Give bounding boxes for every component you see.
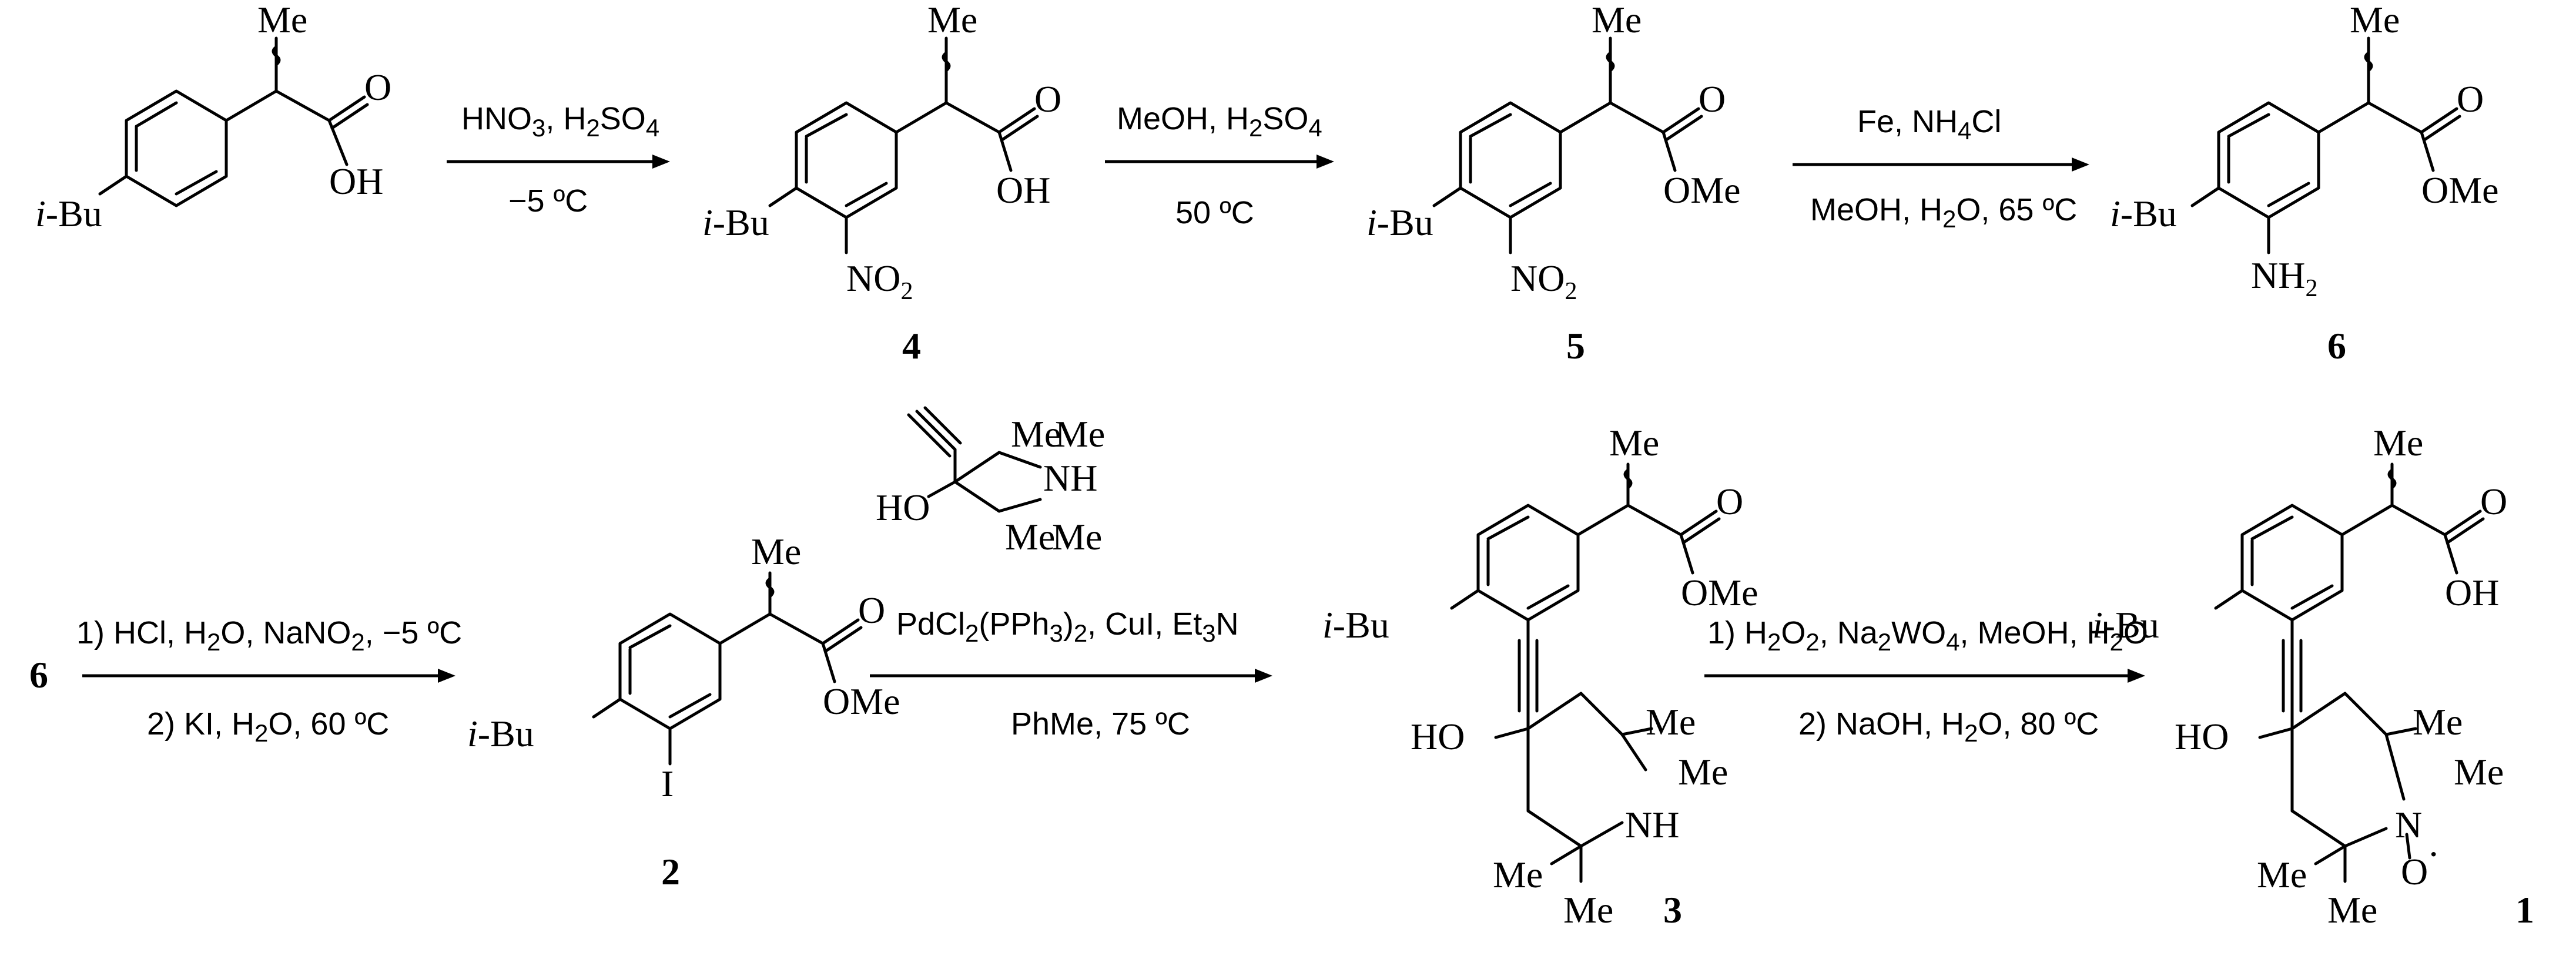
compound-number-2: 2	[661, 851, 680, 893]
hydroxyl-label: OH	[996, 169, 1050, 211]
methoxy-label: OMe	[823, 680, 900, 722]
nitro-label: NO2	[1510, 257, 1577, 305]
ibuprofen-structure: Me O OH i-Bu	[35, 0, 391, 234]
isobutyl-label: i-Bu	[1322, 604, 1389, 646]
isobutyl-label: i-Bu	[2092, 604, 2159, 646]
isobutyl-label: i-Bu	[702, 202, 769, 243]
step6-bottom-conditions: 2) NaOH, H2O, 80 ºC	[1798, 706, 2099, 747]
carbonyl-o-label: O	[1699, 78, 1726, 120]
nitro-label: NO2	[846, 257, 913, 305]
step5-catalyst-conditions: PdCl2(PPh3)2, CuI, Et3N	[896, 606, 1239, 647]
step5-bottom-conditions: PhMe, 75 ºC	[1011, 706, 1190, 742]
reagent-methyl-2: Me	[1055, 413, 1105, 455]
methyl-label: Me	[1678, 751, 1728, 793]
nitroxide-o-label: O	[2401, 851, 2428, 893]
reaction-arrow-3: Fe, NH4Cl MeOH, H2O, 65 ºC	[1793, 104, 2089, 233]
reagent-methyl-3: Me	[1005, 516, 1055, 558]
compound-number-4: 4	[902, 325, 921, 367]
isobutyl-label: i-Bu	[35, 193, 102, 234]
reaction-arrow-5: PdCl2(PPh3)2, CuI, Et3N PhMe, 75 ºC	[870, 606, 1272, 742]
methyl-label: Me	[2350, 0, 2400, 41]
reaction-arrow-1: HNO3, H2SO4 −5 ºC	[447, 101, 670, 219]
methyl-label: Me	[2413, 701, 2463, 743]
nh-label: NH	[1625, 804, 1679, 846]
methyl-label: Me	[1646, 701, 1696, 743]
reagent-nh-label: NH	[1043, 457, 1097, 499]
step1-top-conditions: HNO3, H2SO4	[461, 101, 659, 142]
carbonyl-o-label: O	[2480, 481, 2507, 522]
step4-top-conditions: 1) HCl, H2O, NaNO2, −5 ºC	[76, 615, 462, 656]
reagent-methyl-1: Me	[1011, 413, 1061, 455]
step2-bottom-conditions: 50 ºC	[1175, 195, 1254, 230]
step3-top-conditions: Fe, NH4Cl	[1857, 104, 2001, 145]
amino-label: NH2	[2251, 254, 2317, 302]
hydroxyl-label: OH	[329, 160, 383, 202]
methyl-label: Me	[2373, 422, 2423, 464]
compound-number-5: 5	[1566, 325, 1585, 367]
hydroxyl-label: OH	[2445, 572, 2499, 613]
isobutyl-label: i-Bu	[2110, 193, 2177, 234]
methyl-label: Me	[2327, 889, 2377, 931]
isobutyl-label: i-Bu	[1366, 202, 1433, 243]
carbonyl-o-label: O	[1716, 481, 1743, 522]
hydroxy-label: HO	[1411, 716, 1465, 757]
reaction-arrow-4: 1) HCl, H2O, NaNO2, −5 ºC 2) KI, H2O, 60…	[76, 615, 462, 747]
reagent-methyl-4: Me	[1052, 516, 1102, 558]
compound-number-1: 1	[2515, 889, 2534, 931]
step6-top-conditions: 1) H2O2, Na2WO4, MeOH, H2O	[1707, 615, 2148, 656]
compound-6-structure: Me O OMe i-Bu NH2 6	[2110, 0, 2499, 367]
step2-top-conditions: MeOH, H2SO4	[1117, 101, 1322, 142]
compound-number-6: 6	[2327, 325, 2346, 367]
isobutyl-label: i-Bu	[467, 713, 534, 754]
methyl-label: Me	[1493, 854, 1543, 895]
compound-4-structure: Me O OH i-Bu NO2 4	[702, 0, 1061, 367]
step1-bottom-conditions: −5 ºC	[508, 183, 588, 219]
compound-3-structure: Me O OMe i-Bu HO Me Me NH Me Me 3	[1322, 422, 1758, 931]
carbonyl-o-label: O	[1034, 78, 1061, 120]
methyl-label: Me	[1563, 889, 1613, 931]
compound-1-structure: Me O OH i-Bu HO Me Me N O · Me Me 1	[2092, 422, 2534, 931]
radical-dot: ·	[2427, 833, 2440, 875]
iodo-label: I	[661, 763, 674, 804]
methyl-label: Me	[1592, 0, 1642, 41]
methyl-label: Me	[257, 0, 307, 41]
alkynyl-piperidinol-reagent: Me Me NH HO Me Me	[876, 406, 1105, 558]
hydroxy-label: HO	[2175, 716, 2229, 757]
carbonyl-o-label: O	[364, 66, 391, 108]
methyl-label: Me	[927, 0, 977, 41]
step4-bottom-conditions: 2) KI, H2O, 60 ºC	[147, 706, 389, 747]
methoxy-label: OMe	[1663, 169, 1741, 211]
compound-number-3: 3	[1663, 889, 1682, 931]
methyl-label: Me	[2454, 751, 2504, 793]
start-compound-6-label: 6	[29, 654, 48, 696]
methoxy-label: OMe	[1681, 572, 1758, 613]
step3-bottom-conditions: MeOH, H2O, 65 ºC	[1810, 192, 2077, 233]
compound-2-structure: Me O OMe i-Bu I 2	[467, 531, 900, 893]
methyl-label: Me	[2257, 854, 2307, 895]
nitroxide-n-label: N	[2395, 804, 2422, 846]
compound-5-structure: Me O OMe i-Bu NO2 5	[1366, 0, 1741, 367]
methyl-label: Me	[1609, 422, 1659, 464]
carbonyl-o-label: O	[858, 589, 885, 631]
reaction-arrow-2: MeOH, H2SO4 50 ºC	[1105, 101, 1334, 230]
methyl-label: Me	[751, 531, 801, 572]
carbonyl-o-label: O	[2457, 78, 2484, 120]
methoxy-label: OMe	[2421, 169, 2499, 211]
reagent-ho-label: HO	[876, 487, 930, 528]
reaction-arrow-6: 1) H2O2, Na2WO4, MeOH, H2O 2) NaOH, H2O,…	[1704, 615, 2148, 747]
